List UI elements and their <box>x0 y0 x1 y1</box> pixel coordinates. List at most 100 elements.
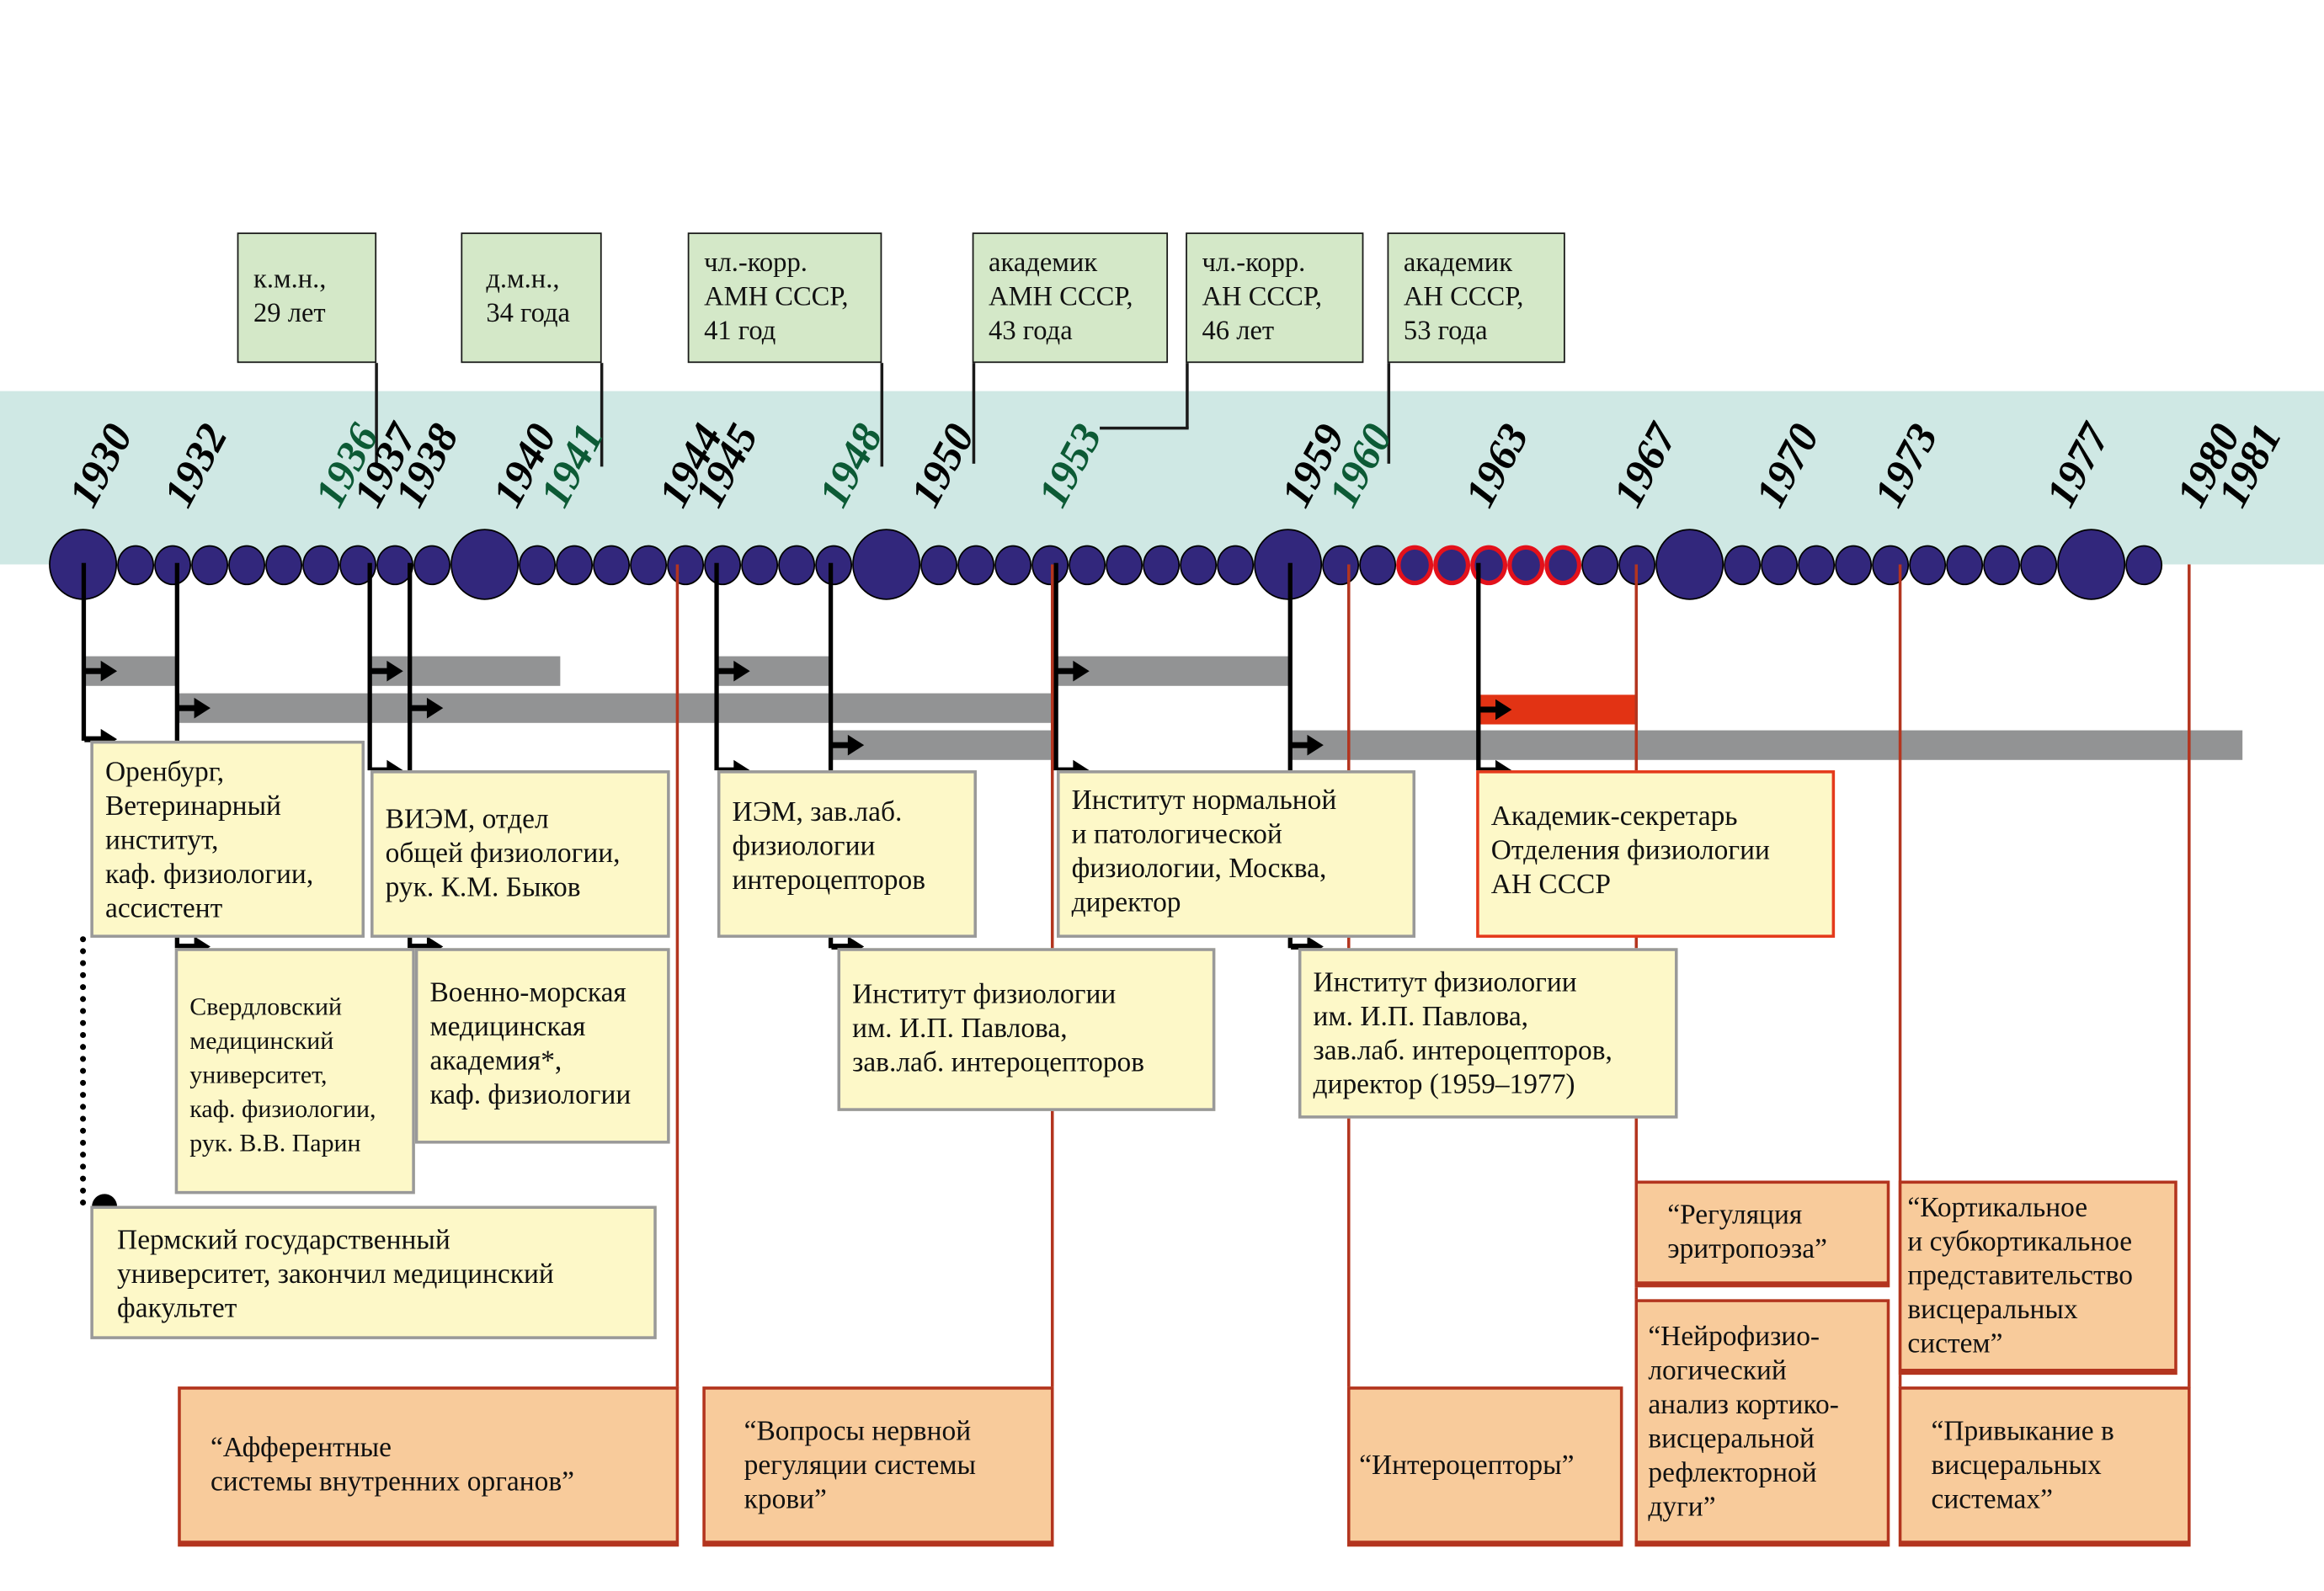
position-text: Институт нормальной и патологической физ… <box>1071 785 1337 919</box>
year-bead-1962 <box>1359 544 1397 585</box>
degree-text: чл.-корр. АМН СССР, 41 год <box>704 248 849 347</box>
year-bead-1944 <box>630 544 668 585</box>
position-connector <box>367 562 372 771</box>
decade-bead-1940 <box>450 529 520 600</box>
year-bead-1954 <box>1031 544 1069 585</box>
year-bead-1965 <box>1470 544 1508 585</box>
year-bead-1931 <box>117 544 155 585</box>
degree-box-corr-an: чл.-корр. АН СССР, 46 лет <box>1186 232 1364 364</box>
degree-text: чл.-корр. АН СССР, 46 лет <box>1202 248 1323 347</box>
book-box-erythropoiesis: “Регуляция эритропоэза” <box>1634 1180 1890 1288</box>
book-title: “Привыкание в висцеральных системах” <box>1931 1415 2114 1515</box>
position-connector <box>828 562 834 949</box>
year-bead-1946 <box>704 544 742 585</box>
book-connector <box>2188 564 2190 1388</box>
year-bead-1966 <box>1507 544 1545 585</box>
position-text: Институт физиологии им. И.П. Павлова, за… <box>1313 967 1612 1101</box>
position-connector <box>1476 562 1481 771</box>
position-connector <box>714 562 719 771</box>
education-dotted-connector <box>80 936 87 1206</box>
year-bead-1942 <box>556 544 594 585</box>
year-bead-1964 <box>1433 544 1471 585</box>
year-bead-1979 <box>2020 544 2058 585</box>
degree-box-corr-amn: чл.-корр. АМН СССР, 41 год <box>687 232 882 364</box>
period-bar <box>1291 730 2243 760</box>
book-title: “Кортикальное и субкортикальное представ… <box>1907 1192 2133 1360</box>
book-title: “Афферентные системы внутренних органов” <box>210 1432 575 1498</box>
year-bead-1976 <box>1909 544 1947 585</box>
year-bead-1952 <box>957 544 995 585</box>
book-title: “Нейрофизио- логический анализ кортико- … <box>1648 1320 1839 1523</box>
year-bead-1951 <box>920 544 958 585</box>
degree-leader <box>880 363 883 467</box>
position-box-pavlov-director: Институт физиологии им. И.П. Павлова, за… <box>1298 948 1678 1119</box>
year-bead-1941 <box>519 544 557 585</box>
degree-text: д.м.н., 34 года <box>486 265 570 329</box>
position-text: Оренбург, Ветеринарный институт, каф. фи… <box>104 757 314 925</box>
position-connector <box>1053 562 1058 771</box>
book-box-neurophysiological-analysis: “Нейрофизио- логический анализ кортико- … <box>1634 1299 1890 1547</box>
year-bead-1947 <box>741 544 779 585</box>
year-bead-1975 <box>1872 544 1910 585</box>
period-bar <box>370 656 561 686</box>
position-connector <box>81 562 87 741</box>
period-bar <box>1055 656 1290 686</box>
year-bead-1963 <box>1396 544 1434 585</box>
decade-bead-1980 <box>2057 529 2126 600</box>
year-bead-1932 <box>154 544 192 585</box>
degree-leader <box>1387 363 1390 464</box>
book-title: “Интероцепторы” <box>1359 1449 1575 1481</box>
year-bead-1957 <box>1143 544 1181 585</box>
position-text: Академик-секретарь Отделения физиологии … <box>1490 801 1770 901</box>
degree-box-dmn: д.м.н., 34 года <box>461 232 602 364</box>
book-box-blood-regulation: “Вопросы нервной регуляции системы крови… <box>702 1386 1054 1547</box>
year-bead-1972 <box>1761 544 1799 585</box>
position-box-viem: ВИЭМ, отдел общей физиологии, рук. К.М. … <box>370 770 670 938</box>
year-bead-1958 <box>1180 544 1218 585</box>
book-connector <box>675 564 679 1388</box>
year-bead-1973 <box>1798 544 1836 585</box>
timeline-band <box>0 391 2324 565</box>
degree-leader <box>375 363 377 467</box>
year-bead-1934 <box>228 544 266 585</box>
book-title: “Вопросы нервной регуляции системы крови… <box>744 1415 976 1515</box>
year-bead-1961 <box>1322 544 1360 585</box>
book-box-interoceptors: “Интероцепторы” <box>1347 1386 1623 1547</box>
degree-box-kmn: к.м.н., 29 лет <box>237 232 377 364</box>
position-box-academic-secretary: Академик-секретарь Отделения физиологии … <box>1476 770 1836 938</box>
year-bead-1971 <box>1724 544 1762 585</box>
year-bead-1935 <box>265 544 303 585</box>
position-text: ИЭМ, зав.лаб. физиологии интероцепторов <box>732 796 926 897</box>
book-box-habituation: “Привыкание в висцеральных системах” <box>1898 1386 2191 1547</box>
book-title: “Регуляция эритропоэза” <box>1667 1200 1827 1265</box>
degree-text: академик АН СССР, 53 года <box>1403 248 1524 347</box>
position-text: Институт физиологии им. И.П. Павлова, за… <box>852 979 1145 1079</box>
position-connector <box>1287 562 1293 949</box>
year-bead-1967 <box>1544 544 1582 585</box>
year-bead-1974 <box>1835 544 1873 585</box>
year-bead-1933 <box>191 544 229 585</box>
degree-text: к.м.н., 29 лет <box>253 265 327 329</box>
book-box-afferent-systems: “Афферентные системы внутренних органов” <box>178 1386 680 1547</box>
degree-leader <box>1186 363 1188 428</box>
degree-box-acad-an: академик АН СССР, 53 года <box>1387 232 1565 364</box>
book-box-cortical-representation: “Кортикальное и субкортикальное представ… <box>1898 1180 2177 1375</box>
year-bead-1949 <box>815 544 853 585</box>
degree-leader <box>972 363 975 464</box>
decade-bead-1970 <box>1655 529 1724 600</box>
degree-leader <box>600 363 603 467</box>
position-connector <box>408 562 413 949</box>
position-box-normal-pathological: Институт нормальной и патологической физ… <box>1057 770 1415 938</box>
year-bead-1981 <box>2125 544 2163 585</box>
position-box-navy-academy: Военно-морская медицинская академия*, ка… <box>414 948 670 1144</box>
period-bar <box>717 656 830 686</box>
book-connector <box>1898 564 1901 1388</box>
year-bead-1948 <box>778 544 816 585</box>
period-bar <box>829 730 1054 760</box>
year-bead-1945 <box>667 544 705 585</box>
year-bead-1943 <box>593 544 631 585</box>
position-text: ВИЭМ, отдел общей физиологии, рук. К.М. … <box>385 804 621 904</box>
year-bead-1955 <box>1069 544 1106 585</box>
period-bar-highlight <box>1479 694 1637 725</box>
